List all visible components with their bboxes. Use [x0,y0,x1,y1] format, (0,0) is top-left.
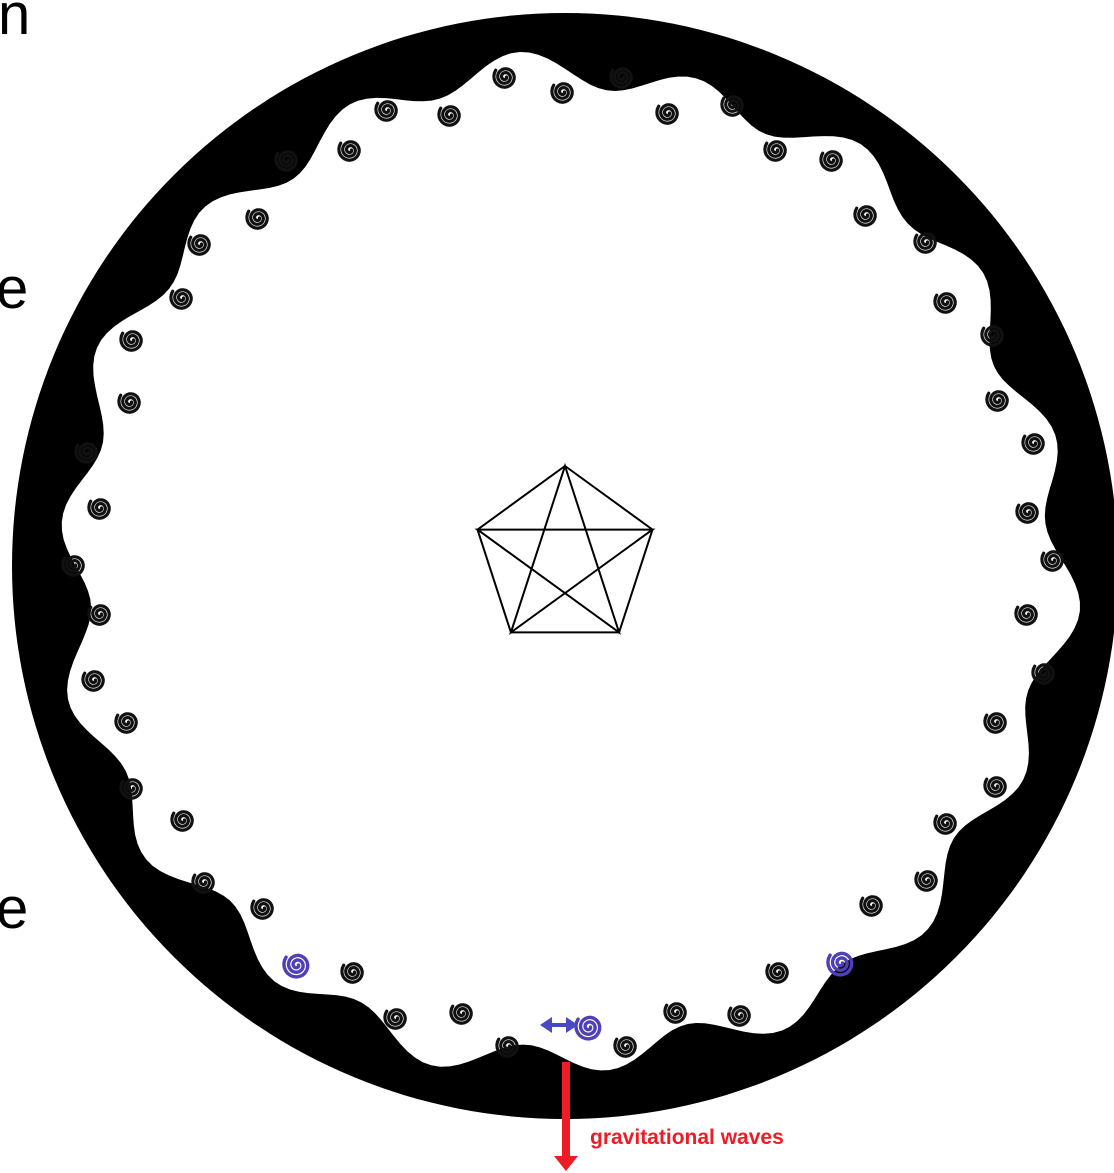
galaxy-spiral-icon [1023,435,1043,453]
black-ring [12,13,1114,1119]
galaxy-spiral-icon [767,964,787,982]
galaxy-spiral-icon [116,714,136,732]
galaxy-spiral-icon [657,105,677,123]
galaxy-spiral-icon [339,142,359,160]
galaxy-spiral-icon [1016,606,1036,624]
galaxy-spiral-icon [935,815,955,833]
galaxy-spiral-icon [121,332,141,350]
galaxy-spiral-icon [855,207,875,225]
galaxy-spiral-icon [1017,504,1037,522]
galaxy-spiral-icon [1042,552,1062,570]
galaxy-spiral-icon [615,1038,635,1056]
galaxy-spiral-icon [119,394,139,412]
galaxy-spiral-icon [172,812,192,830]
galaxy-spiral-icon [729,1007,749,1025]
galaxy-spiral-icon [247,210,267,228]
galaxy-spiral-icon [252,900,272,918]
galaxy-spiral-icon [987,392,1007,410]
galaxy-spiral-icon [982,327,1002,345]
center-symbol [478,466,653,632]
gravitational-waves-label: gravitational waves [590,1126,784,1149]
galaxy-spiral-icon [915,234,935,252]
galaxy-spiral-icon [83,672,103,690]
galaxy-spiral-icon [665,1004,685,1022]
galaxy-spiral-icon [89,500,109,518]
highlighted-galaxy-spiral-icon [828,953,852,975]
galaxy-spiral-icon [494,69,514,87]
highlighted-galaxy-spiral-icon [576,1017,600,1039]
galaxy-spiral-icon [189,236,209,254]
galaxy-spiral-icon [193,874,213,892]
oscillation-arrow-icon [540,1017,578,1033]
galaxy-spiral-icon [861,897,881,915]
galaxy-spiral-icon [916,872,936,890]
galaxy-spiral-icon [722,97,742,115]
galaxy-spiral-icon [985,714,1005,732]
galaxy-spiral-icon [439,107,459,125]
galaxy-spiral-icon [342,964,362,982]
galaxy-spiral-icon [89,606,109,624]
galaxy-spiral-icon [171,290,191,308]
galaxy-spiral-icon [497,1038,517,1056]
ring-layer [12,13,1114,1119]
galaxy-spiral-icon [765,142,785,160]
highlighted-galaxy-spiral-icon [284,955,308,977]
galaxy-spiral-icon [385,1010,405,1028]
galaxy-spiral-icon [821,152,841,170]
gravitational-wave-arrowhead [554,1156,578,1171]
galaxy-spiral-icon [451,1005,471,1023]
galaxy-spiral-icon [985,778,1005,796]
galaxy-spiral-icon [552,84,572,102]
galaxy-spiral-icon [935,294,955,312]
galaxy-spiral-icon [1033,665,1053,683]
galaxy-spiral-icon [376,102,396,120]
